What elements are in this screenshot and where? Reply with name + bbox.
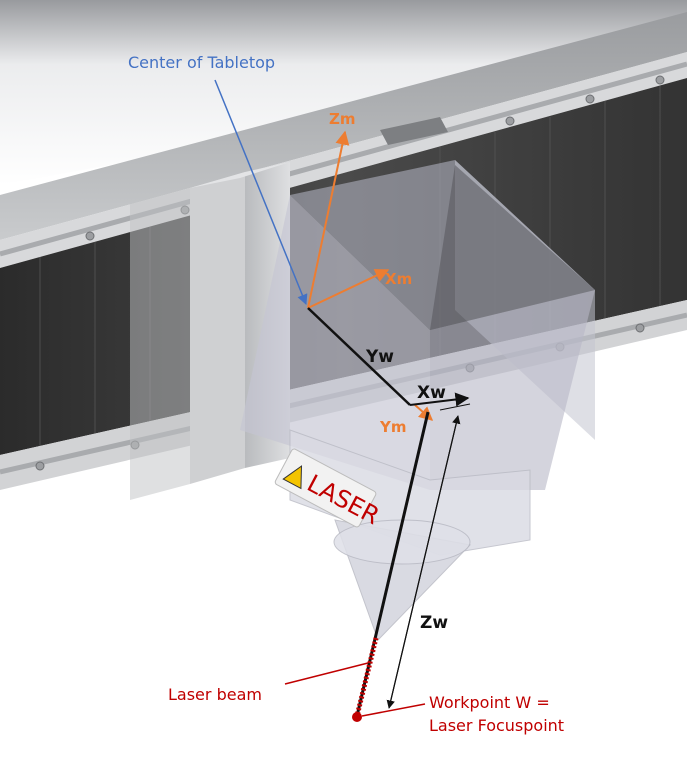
ym-axis-label: Ym xyxy=(379,418,407,436)
background-shade xyxy=(0,0,687,185)
workpoint-label-line1: Workpoint W = xyxy=(429,693,550,712)
workpoint-annotation: Workpoint W = Laser Focuspoint xyxy=(361,693,564,735)
yw-offset-line xyxy=(307,307,411,406)
laser-beam-annotation: Laser beam xyxy=(168,662,369,704)
zw-dimension-line-up xyxy=(388,415,461,709)
workpoint-label-line2: Laser Focuspoint xyxy=(429,716,564,735)
center-of-tabletop-arrow xyxy=(214,79,308,305)
zw-axis-label: Zw xyxy=(420,613,448,633)
zm-axis-label: Zm xyxy=(329,110,356,128)
xw-axis-arrow xyxy=(409,392,470,407)
laser-beam xyxy=(352,637,379,722)
laser-hazard-icon xyxy=(282,465,303,490)
laser-beam-label: Laser beam xyxy=(168,685,262,704)
machine-axes: Zm Xm Ym xyxy=(307,110,434,436)
laser-head-housing xyxy=(240,160,595,641)
workpoint-dot xyxy=(352,712,362,722)
ym-axis-arrow xyxy=(414,404,434,421)
center-of-tabletop-annotation: Center of Tabletop xyxy=(128,53,308,305)
center-of-tabletop-label: Center of Tabletop xyxy=(128,53,275,72)
zw-extension-top xyxy=(439,403,471,411)
workpoint-pointer xyxy=(361,703,426,717)
xm-axis-label: Xm xyxy=(385,270,412,288)
workpoint-axes: Yw Xw Zw xyxy=(307,307,471,717)
xm-axis-arrow xyxy=(307,269,390,309)
laser-beam-pointer xyxy=(284,662,369,685)
laser-beam-segment xyxy=(354,637,379,717)
xw-axis-label: Xw xyxy=(417,383,446,403)
zm-axis-arrow xyxy=(307,130,350,309)
yw-axis-label: Yw xyxy=(365,347,394,367)
